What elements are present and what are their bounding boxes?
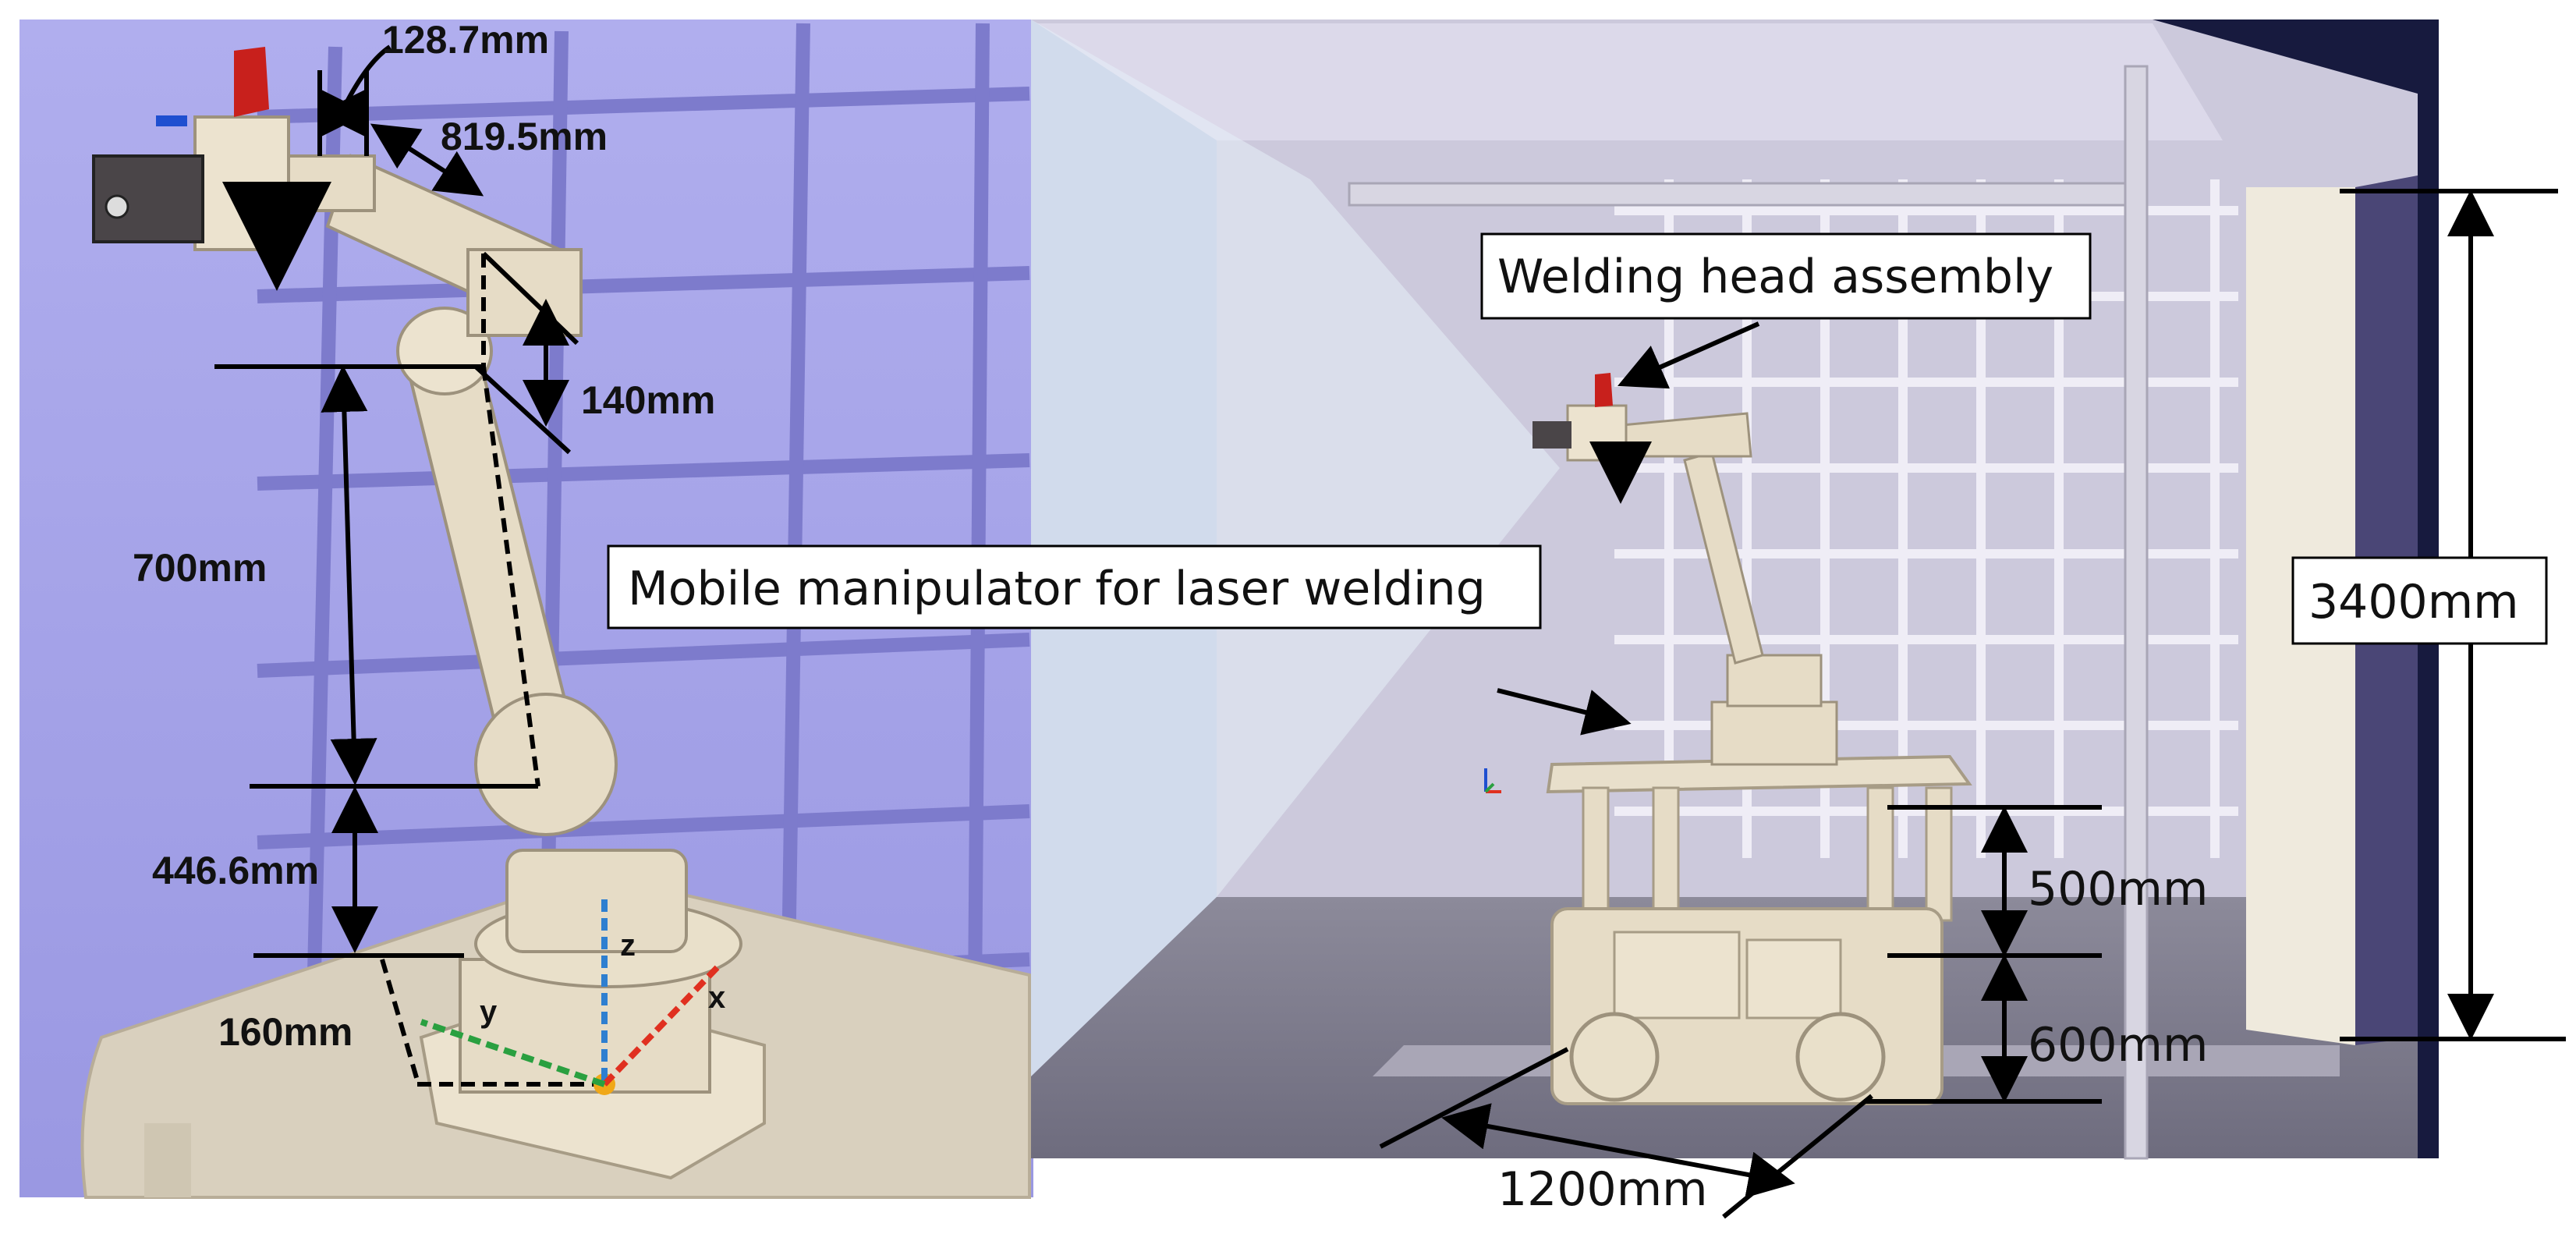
platform-leg-2 <box>1652 786 1680 922</box>
small-welding-head <box>1566 404 1628 462</box>
mecanum-wheel-1 <box>1569 1012 1660 1102</box>
center-callout-text: Mobile manipulator for laser welding <box>628 562 1486 616</box>
callout-welding-head-text: Welding head assembly <box>1497 250 2053 304</box>
dim-label-160: 160mm <box>218 1010 353 1054</box>
dim-label-446-6: 446.6mm <box>152 849 319 892</box>
dim-label-3400: 3400mm <box>2308 575 2519 629</box>
platform-leg-4 <box>1925 786 1953 922</box>
base-x-axis <box>602 965 720 1087</box>
dim-box-3400-frame <box>2291 556 2548 645</box>
axis-label-x: x <box>708 980 725 1015</box>
world-y-axis <box>1484 782 1495 793</box>
robot-shoulder <box>505 849 688 953</box>
base-y-axis <box>420 1019 606 1087</box>
mecanum-wheel-2 <box>1795 1012 1886 1102</box>
robot-wrist <box>287 154 376 212</box>
dim-label-819-5: 819.5mm <box>441 115 608 158</box>
dim-label-140: 140mm <box>581 378 715 422</box>
dim-label-500: 500mm <box>2028 862 2208 917</box>
dim-label-128-7: 128.7mm <box>382 18 549 62</box>
chassis-box-1 <box>1613 931 1741 1019</box>
support-pillar <box>2124 65 2149 1160</box>
small-robot-base <box>1710 700 1838 766</box>
small-welding-red-part <box>1595 373 1613 407</box>
welding-head-red-part <box>234 47 269 117</box>
small-robot-turntable <box>1726 654 1823 707</box>
dim-box-3400: 3400mm <box>2291 556 2548 645</box>
callout-welding-head-box <box>1480 232 2092 320</box>
left-dimension-lines <box>214 44 579 958</box>
dim-label-600: 600mm <box>2028 1018 2208 1073</box>
small-welding-plate <box>1532 421 1571 449</box>
platform-leg-1 <box>1582 786 1610 922</box>
ceiling-beam <box>1348 182 2131 207</box>
axis-label-z: z <box>620 928 636 963</box>
dim-label-700: 700mm <box>133 546 267 590</box>
right-panel: Welding head assembly 3400mm 500mm 600mm… <box>1031 20 2566 1219</box>
chassis-box-2 <box>1745 938 1842 1019</box>
axis-label-y: y <box>480 995 498 1029</box>
callout-welding-head: Welding head assembly <box>1480 232 2092 320</box>
dim-label-1200: 1200mm <box>1497 1162 1708 1217</box>
center-callout: Mobile manipulator for laser welding <box>607 544 1542 629</box>
ceiling <box>1031 23 2223 140</box>
left-dashed-guides <box>380 254 601 1087</box>
table-leg <box>144 1123 191 1197</box>
welding-head-hole <box>105 194 129 219</box>
robot-shoulder-joint <box>474 693 618 836</box>
center-callout-box <box>607 544 1542 629</box>
